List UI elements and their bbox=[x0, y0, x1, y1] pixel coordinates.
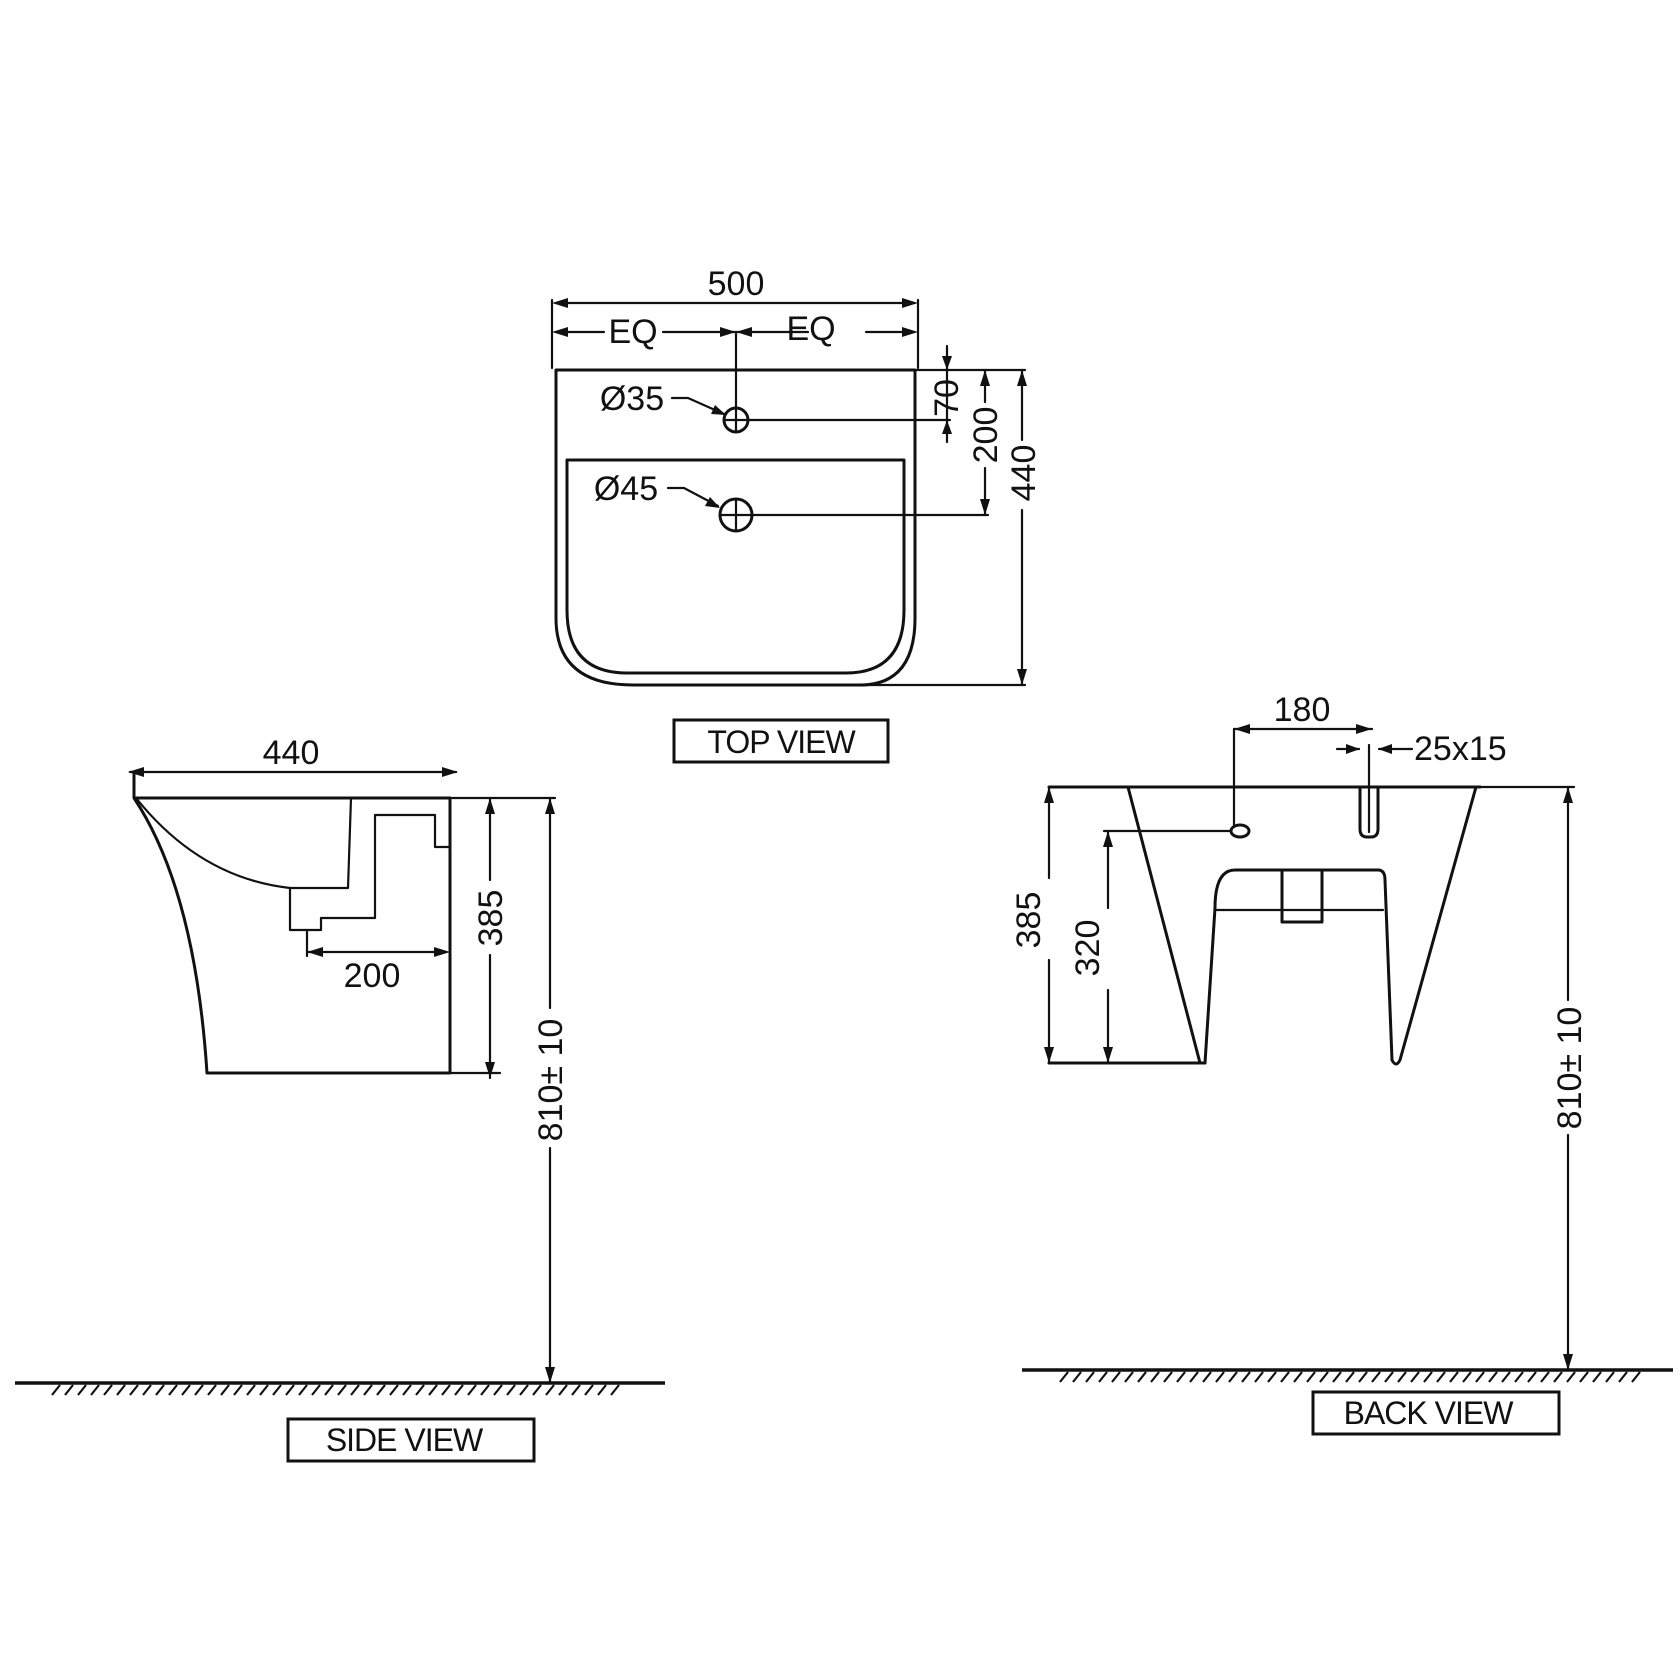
dim-440-label: 440 bbox=[1005, 445, 1043, 502]
back-dim-385-label: 385 bbox=[1010, 892, 1048, 949]
back-dim-320: 320 bbox=[1069, 829, 1113, 1065]
side-dim-810: 810± 10 bbox=[532, 796, 570, 1385]
back-view-opening bbox=[1203, 868, 1394, 1065]
dim-440: 440 bbox=[1005, 368, 1043, 687]
side-dim-810-label: 810± 10 bbox=[532, 1019, 570, 1142]
back-dim-180-label: 180 bbox=[1274, 691, 1331, 729]
side-view-label: SIDE VIEW bbox=[326, 1422, 484, 1458]
side-floor-hatch bbox=[51, 1384, 620, 1396]
side-dim-440-label: 440 bbox=[263, 734, 320, 772]
top-view-label: TOP VIEW bbox=[707, 724, 856, 760]
back-dim-810: 810± 10 bbox=[1478, 785, 1589, 1372]
dim-200: 200 bbox=[967, 368, 1005, 517]
top-view: 500 EQ EQ Ø35 Ø45 bbox=[550, 265, 1043, 764]
back-dim-810-label: 810± 10 bbox=[1551, 1007, 1589, 1130]
leader-waste-hole: Ø45 bbox=[594, 470, 720, 508]
back-dim-385: 385 bbox=[1010, 785, 1054, 1065]
back-dim-25x15: 25x15 bbox=[1335, 730, 1507, 768]
dim-70: 70 bbox=[928, 344, 966, 444]
dim-tap-hole-label: Ø35 bbox=[600, 380, 664, 418]
side-view-label-box bbox=[286, 1417, 536, 1463]
dim-eq-right-label: EQ bbox=[786, 310, 835, 348]
dim-eq-left-label: EQ bbox=[608, 313, 657, 351]
side-view-outline bbox=[132, 771, 452, 1075]
tap-hole bbox=[722, 406, 750, 434]
top-view-inner-bowl bbox=[565, 458, 906, 675]
side-view-inner-bowl bbox=[134, 796, 353, 890]
side-view: 440 200 385 810± 10 bbox=[15, 734, 665, 1463]
leader-tap-hole: Ø35 bbox=[600, 380, 726, 418]
dim-70-label: 70 bbox=[928, 379, 966, 417]
side-dim-385: 385 bbox=[472, 796, 510, 1080]
dim-500: 500 bbox=[550, 265, 920, 370]
back-floor-hatch bbox=[1059, 1371, 1641, 1383]
dim-500-label: 500 bbox=[708, 265, 765, 303]
back-dim-320-label: 320 bbox=[1069, 920, 1107, 977]
top-view-label-box bbox=[672, 718, 890, 764]
back-view-waste-outlet bbox=[1280, 868, 1324, 924]
side-view-waste bbox=[288, 813, 451, 932]
back-view-right-taper bbox=[1390, 785, 1478, 1066]
dim-eq: EQ EQ bbox=[552, 310, 918, 351]
top-view-outer-outline bbox=[554, 368, 917, 687]
back-dim-25x15-label: 25x15 bbox=[1414, 730, 1507, 768]
dim-200-label: 200 bbox=[967, 407, 1005, 464]
back-view: 180 25x15 385 320 bbox=[1010, 691, 1673, 1436]
dim-waste-hole-label: Ø45 bbox=[594, 470, 658, 508]
back-view-tap-hole bbox=[1102, 823, 1251, 839]
side-dim-440: 440 bbox=[128, 734, 458, 777]
back-view-left-taper bbox=[1126, 785, 1202, 1065]
side-dim-200-label: 200 bbox=[344, 957, 401, 995]
back-dim-180: 180 bbox=[1232, 691, 1374, 827]
back-view-overflow-slot bbox=[1358, 785, 1380, 839]
side-dim-385-label: 385 bbox=[472, 890, 510, 947]
back-view-label-box bbox=[1311, 1390, 1561, 1436]
side-dim-200: 200 bbox=[305, 928, 450, 995]
back-view-label: BACK VIEW bbox=[1344, 1395, 1515, 1431]
waste-hole bbox=[718, 497, 754, 533]
